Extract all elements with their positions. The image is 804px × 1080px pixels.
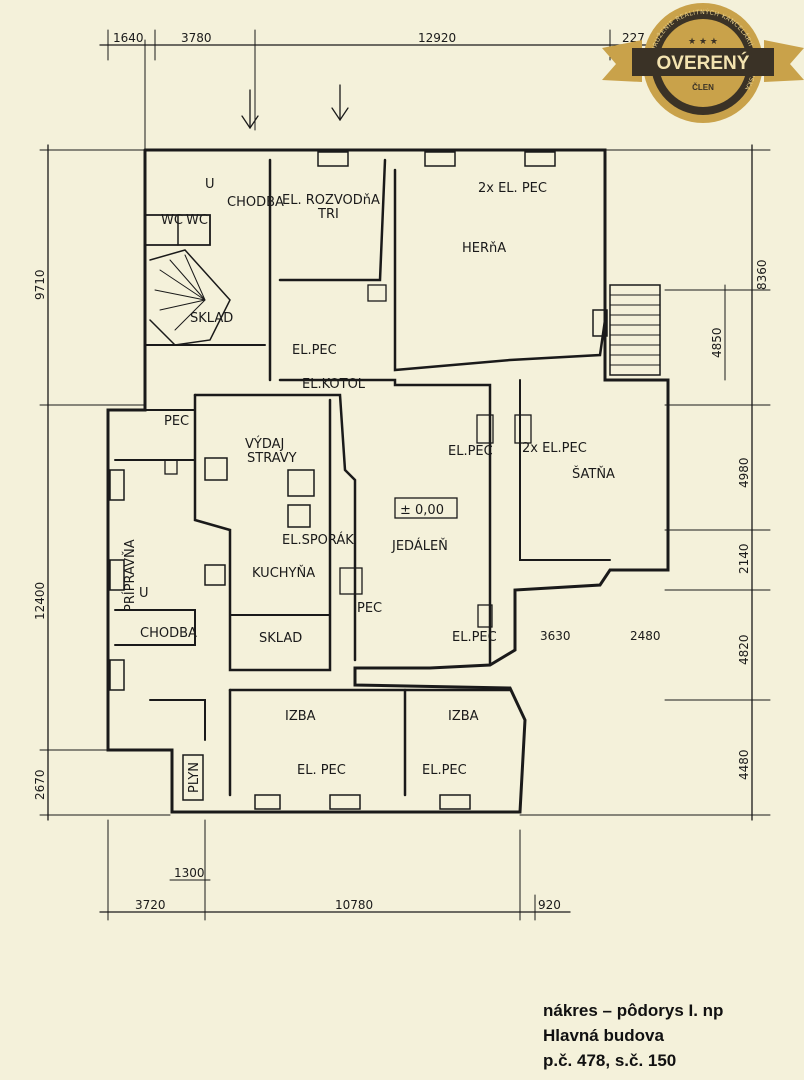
label-el-rozvodna: EL. ROZVODňA [282, 193, 380, 208]
dim-right-6: 4480 [737, 749, 751, 780]
dim-right-5: 4820 [737, 634, 751, 665]
overeny-clen-badge: ZDRUŽENIE REALITNÝCH KANCELÁRIÍ SLOVENSK… [602, 3, 804, 123]
dim-bottom-2: 10780 [335, 898, 373, 912]
label-stravy: STRAVY [247, 451, 297, 466]
dim-interior-2: 2480 [630, 629, 661, 643]
dim-top-2: 3780 [181, 31, 212, 45]
label-wc-1: WC [161, 213, 183, 228]
label-level: ± 0,00 [400, 503, 444, 518]
label-el-pec-jedalen: EL.PEC [448, 444, 493, 459]
dim-right-1: 8360 [755, 259, 769, 290]
dim-bottom-3: 920 [538, 898, 561, 912]
label-jedalen: JEDÁLEŇ [391, 538, 448, 554]
label-el-pec-herna: 2x EL. PEC [478, 181, 547, 196]
label-satna: ŠATŇA [572, 466, 615, 482]
label-el-pec-small: EL.PEC [292, 343, 337, 358]
dim-top-3: 12920 [418, 31, 456, 45]
badge-title: OVERENÝ [657, 52, 750, 74]
label-el-sporak: EL.SPORÁK [282, 532, 354, 548]
label-vydaj: VÝDAJ [245, 436, 284, 452]
label-sklad-bottom: SKLAD [259, 631, 302, 646]
badge-subtitle: ČLEN [692, 83, 714, 92]
label-sklad-top: SKLAD [190, 311, 233, 326]
label-u-left: U [139, 586, 149, 601]
label-izba-1: IZBA [285, 709, 316, 724]
dim-left-3: 2670 [33, 769, 47, 800]
caption-line-3: p.č. 478, s.č. 150 [543, 1051, 677, 1070]
dim-right-4: 2140 [737, 543, 751, 574]
label-pripravna: PRÍPRAVŇA [122, 539, 138, 612]
label-satna-pec: 2x EL.PEC [522, 441, 587, 456]
label-el-pec-izba-1: EL. PEC [297, 763, 346, 778]
label-wc-2: WC [186, 213, 208, 228]
dim-left-1: 9710 [33, 269, 47, 300]
label-chodba-top: CHODBA [227, 195, 284, 210]
dim-interior-1: 3630 [540, 629, 571, 643]
dim-bottom-1: 3720 [135, 898, 166, 912]
caption-line-2: Hlavná budova [543, 1026, 664, 1045]
dim-top-1: 1640 [113, 31, 144, 45]
label-el-kotol: EL.KOTOL [302, 377, 366, 392]
label-chodba-left: CHODBA [140, 626, 197, 641]
label-pec-left: PEC [164, 414, 189, 429]
label-herna: HERňA [462, 241, 506, 256]
dim-left-2: 12400 [33, 582, 47, 620]
label-u-top: U [205, 177, 215, 192]
dim-right-3: 4980 [737, 457, 751, 488]
label-izba-2: IZBA [448, 709, 479, 724]
label-pec-jedalen: PEC [357, 601, 382, 616]
badge-stars: ★ ★ ★ [688, 37, 718, 47]
label-kuchyna: KUCHYŇA [252, 565, 315, 581]
label-plyn: PLYN [187, 762, 202, 793]
label-tri: TRI [317, 207, 339, 222]
dim-bottom-small: 1300 [174, 866, 205, 880]
label-el-pec-jedalen-2: EL.PEC [452, 630, 497, 645]
label-el-pec-izba-2: EL.PEC [422, 763, 467, 778]
caption-line-1: nákres – pôdorys I. np [543, 1001, 724, 1020]
dim-right-2: 4850 [710, 327, 724, 358]
plan-caption: nákres – pôdorys I. np Hlavná budova p.č… [543, 998, 803, 1073]
